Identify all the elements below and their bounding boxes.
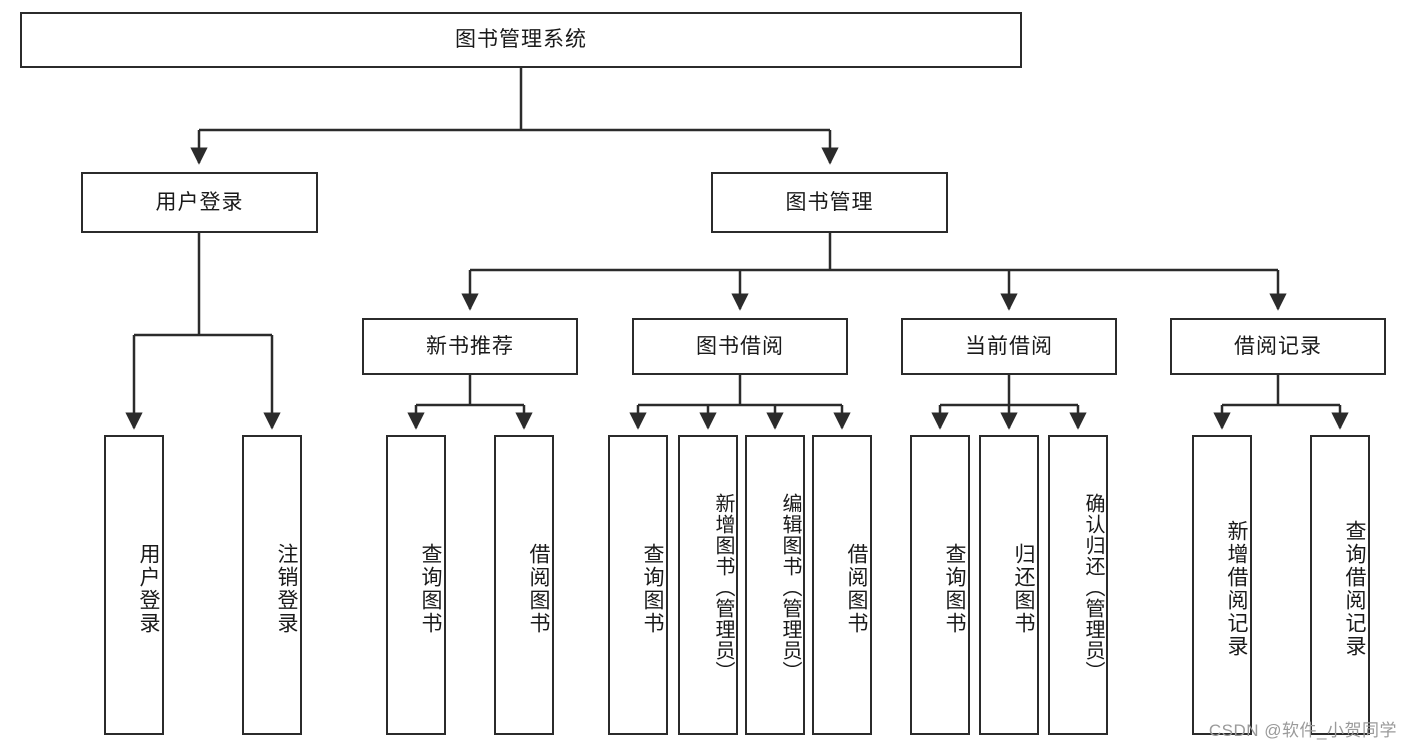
node-book-manage-label: 图书管理: [785, 190, 874, 214]
node-leaf-add-record-label: 新增借阅记录: [1225, 520, 1248, 658]
node-leaf-query-book-1[interactable]: 查询图书: [386, 435, 446, 735]
node-current-borrow-label: 当前借阅: [965, 334, 1053, 358]
node-leaf-user-login-label: 用户登录: [137, 543, 160, 635]
node-book-borrow-label: 图书借阅: [696, 334, 784, 358]
node-leaf-edit-book-label: 编辑图书（管理员）: [779, 492, 801, 682]
node-leaf-borrow-book-2[interactable]: 借阅图书: [812, 435, 872, 735]
node-leaf-return-book[interactable]: 归还图书: [979, 435, 1039, 735]
node-leaf-query-book-2[interactable]: 查询图书: [608, 435, 668, 735]
node-leaf-user-logout[interactable]: 注销登录: [242, 435, 302, 735]
node-leaf-user-logout-label: 注销登录: [275, 543, 298, 635]
node-leaf-add-record[interactable]: 新增借阅记录: [1192, 435, 1252, 735]
node-leaf-query-book-2-label: 查询图书: [641, 543, 664, 635]
node-root-label: 图书管理系统: [455, 28, 587, 52]
node-leaf-query-book-3[interactable]: 查询图书: [910, 435, 970, 735]
node-leaf-query-book-3-label: 查询图书: [943, 543, 966, 635]
node-user-login[interactable]: 用户登录: [81, 172, 318, 233]
node-new-book-rec-label: 新书推荐: [426, 334, 514, 358]
node-leaf-confirm-return-label: 确认归还（管理员）: [1082, 492, 1104, 682]
node-leaf-return-book-label: 归还图书: [1012, 543, 1035, 635]
node-borrow-record[interactable]: 借阅记录: [1170, 318, 1386, 375]
node-leaf-confirm-return[interactable]: 确认归还（管理员）: [1048, 435, 1108, 735]
node-book-borrow[interactable]: 图书借阅: [632, 318, 848, 375]
node-leaf-borrow-book-1-label: 借阅图书: [527, 543, 550, 635]
node-current-borrow[interactable]: 当前借阅: [901, 318, 1117, 375]
node-new-book-rec[interactable]: 新书推荐: [362, 318, 578, 375]
node-leaf-user-login[interactable]: 用户登录: [104, 435, 164, 735]
csdn-watermark: CSDN @软件_小贺同学: [1208, 721, 1397, 740]
node-leaf-edit-book[interactable]: 编辑图书（管理员）: [745, 435, 805, 735]
node-leaf-borrow-book-2-label: 借阅图书: [845, 543, 868, 635]
node-leaf-add-book-label: 新增图书（管理员）: [712, 492, 734, 682]
node-borrow-record-label: 借阅记录: [1234, 334, 1322, 358]
node-leaf-add-book[interactable]: 新增图书（管理员）: [678, 435, 738, 735]
node-root[interactable]: 图书管理系统: [20, 12, 1022, 68]
node-user-login-label: 用户登录: [155, 190, 244, 214]
node-leaf-query-record[interactable]: 查询借阅记录: [1310, 435, 1370, 735]
node-book-manage[interactable]: 图书管理: [711, 172, 948, 233]
node-leaf-query-book-1-label: 查询图书: [419, 543, 442, 635]
node-leaf-query-record-label: 查询借阅记录: [1343, 520, 1366, 658]
node-leaf-borrow-book-1[interactable]: 借阅图书: [494, 435, 554, 735]
